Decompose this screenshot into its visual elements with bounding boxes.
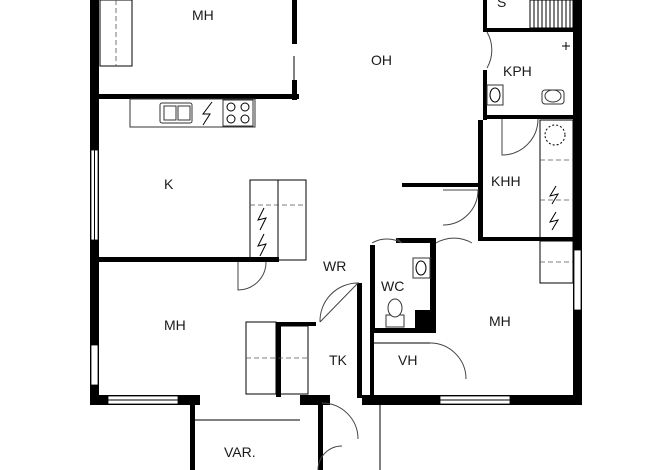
kitchen-counter: [129, 98, 256, 128]
room-label-var: VAR.: [224, 444, 256, 460]
doors: [237, 31, 539, 470]
wardrobes: [99, 0, 574, 395]
room-label-oh: OH: [371, 52, 392, 68]
outer-walls: [90, 0, 582, 405]
lightning-icon: [202, 101, 213, 126]
room-label-s: S: [497, 0, 506, 10]
room-label-mh-right: MH: [489, 313, 511, 329]
stairs: [529, 0, 574, 29]
shower-icon: [562, 42, 570, 50]
room-labels: MH OH S KPH K KHH WR WC MH MH TK VH VAR.: [164, 0, 532, 460]
room-label-mh-left: MH: [164, 317, 186, 333]
room-label-wc: WC: [381, 278, 404, 294]
room-label-vh: VH: [398, 352, 417, 368]
room-label-mh-top: MH: [192, 7, 214, 23]
lightning-icon: [257, 233, 267, 257]
room-label-khh: KHH: [491, 173, 521, 189]
interior-walls: [99, 0, 574, 470]
room-label-tk: TK: [329, 352, 348, 368]
lightning-icon: [548, 211, 560, 231]
windows: [90, 149, 582, 405]
room-label-kph: KPH: [503, 63, 532, 79]
lightning-icon: [548, 185, 560, 205]
sanitary: [385, 42, 570, 328]
lightning-icon: [257, 207, 267, 231]
room-label-k: K: [164, 176, 174, 192]
room-label-wr: WR: [323, 258, 346, 274]
